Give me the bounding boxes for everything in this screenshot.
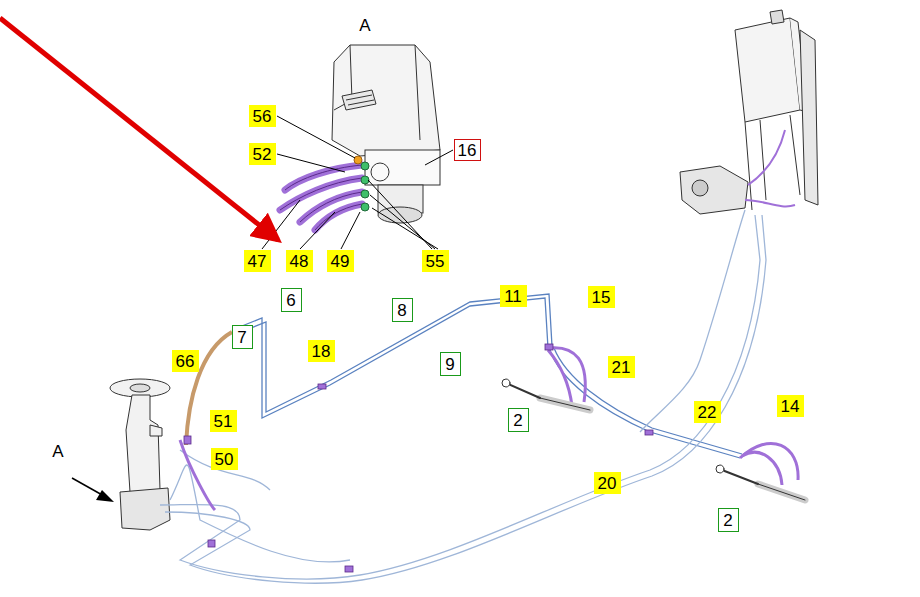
callout-text: 7 xyxy=(237,329,246,346)
callout-text: 8 xyxy=(397,302,406,319)
callout-number: 56 xyxy=(249,105,276,127)
callout-number: 47 xyxy=(244,250,271,272)
view-letter: A xyxy=(359,17,370,34)
callout-number: 11 xyxy=(500,285,527,307)
callout-text: 66 xyxy=(176,353,195,370)
callout-number: 2 xyxy=(508,408,529,432)
callout-number: 49 xyxy=(327,250,354,272)
callout-text: 51 xyxy=(214,413,233,430)
callout-text: 49 xyxy=(331,253,350,270)
callout-text: 55 xyxy=(426,253,445,270)
callout-number: 52 xyxy=(249,143,276,165)
callout-text: 52 xyxy=(253,146,272,163)
callout-number: 2 xyxy=(718,508,739,532)
callout-text: 22 xyxy=(698,404,717,421)
callout-number: 66 xyxy=(172,350,199,372)
callout-text: 9 xyxy=(445,356,454,373)
callout-number: 6 xyxy=(281,288,302,312)
callout-number: 55 xyxy=(422,250,449,272)
callout-number: 51 xyxy=(210,410,237,432)
callout-text: 6 xyxy=(286,292,295,309)
callout-number: 21 xyxy=(608,356,635,378)
callout-number: 9 xyxy=(440,352,461,376)
callout-number: 8 xyxy=(392,298,413,322)
callout-text: 16 xyxy=(458,142,477,159)
callout-text: 15 xyxy=(592,289,611,306)
callout-text: 2 xyxy=(723,512,732,529)
view-letter: A xyxy=(52,443,63,460)
callout-number: 48 xyxy=(286,250,313,272)
callout-number: 18 xyxy=(308,340,335,362)
callout-text: 14 xyxy=(781,398,800,415)
callout-text: 18 xyxy=(312,343,331,360)
callout-text: 50 xyxy=(215,451,234,468)
callout-text: 20 xyxy=(598,475,617,492)
callout-number: 16 xyxy=(454,139,481,161)
callout-text: 2 xyxy=(513,412,522,429)
callout-text: 21 xyxy=(612,359,631,376)
callout-text: 48 xyxy=(290,253,309,270)
callout-number: 14 xyxy=(777,395,804,417)
callout-text: 47 xyxy=(248,253,267,270)
callout-number: 15 xyxy=(588,286,615,308)
callout-number: 7 xyxy=(232,325,253,349)
callout-number: 20 xyxy=(594,472,621,494)
callout-number: 22 xyxy=(694,401,721,423)
callout-text: 11 xyxy=(504,288,522,305)
callout-number: 50 xyxy=(211,448,238,470)
callout-text: 56 xyxy=(253,108,272,125)
